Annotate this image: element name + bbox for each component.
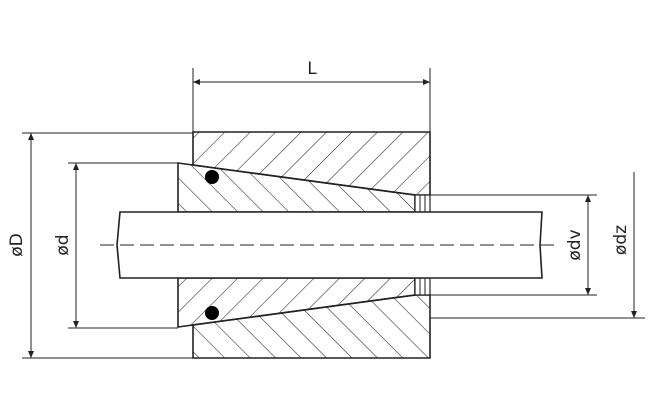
length-label: L — [307, 59, 317, 79]
dz-diameter-label: ødz — [611, 225, 631, 255]
dv-diameter-label: ødv — [565, 229, 585, 260]
lower-section — [177, 272, 431, 359]
outer-diameter-label: øD — [7, 233, 27, 257]
upper-section — [177, 131, 431, 218]
inner-diameter-label: ød — [53, 234, 73, 255]
